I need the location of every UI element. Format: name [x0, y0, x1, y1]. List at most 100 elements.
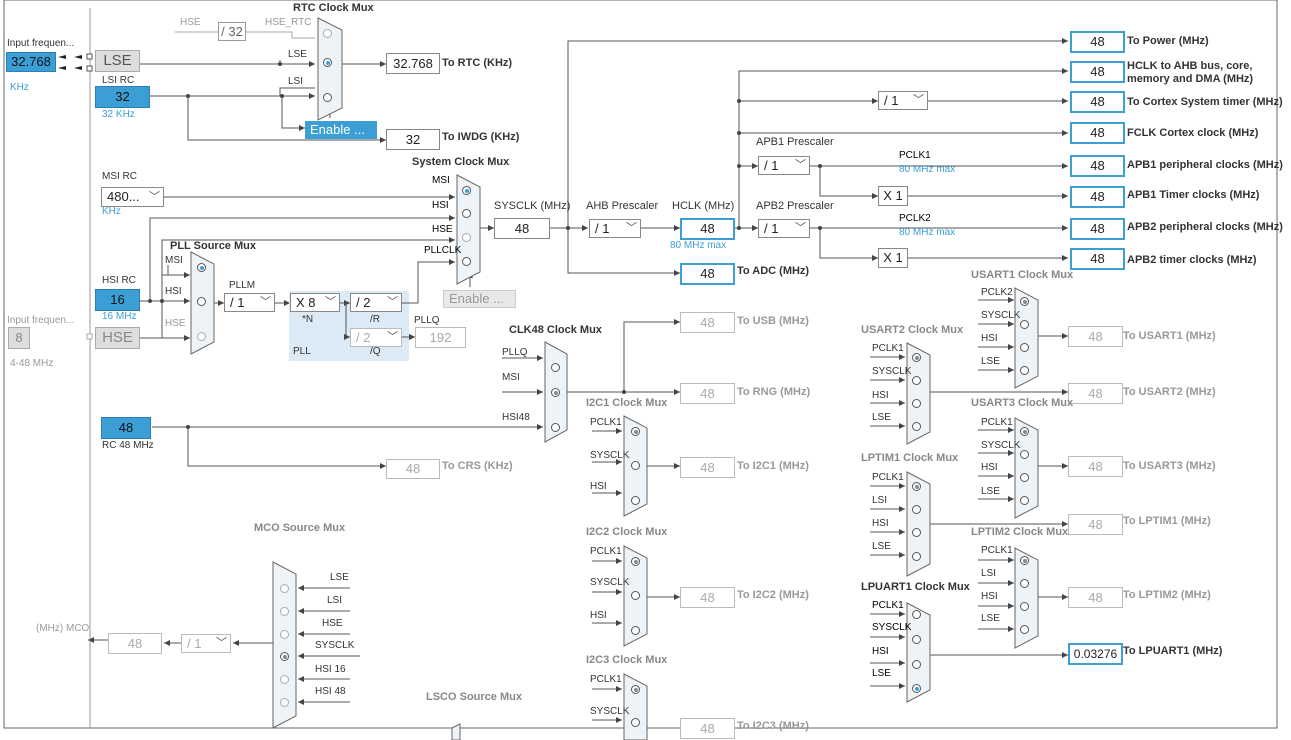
sysmux-pllclk-radio[interactable]	[462, 257, 471, 266]
pll-hse-input: HSE	[165, 318, 186, 329]
lpuart1-sysclk-radio[interactable]	[912, 635, 921, 644]
usart3-sysclk-radio[interactable]	[1020, 450, 1029, 459]
pll-msi-radio[interactable]	[197, 263, 206, 272]
apb2-prescaler-select[interactable]: / 1﹀	[758, 219, 810, 238]
lpuart1-hsi-radio[interactable]	[912, 660, 921, 669]
lse-oscillator[interactable]: LSE	[95, 50, 140, 72]
mco-lsi-radio[interactable]	[280, 607, 289, 616]
usart1-hsi-radio[interactable]	[1020, 343, 1029, 352]
usart2-hsi-radio[interactable]	[912, 399, 921, 408]
usart2-lse-radio[interactable]	[912, 422, 921, 431]
rtc-lse-radio[interactable]	[323, 58, 332, 67]
msi-frequency-select[interactable]: 480...﹀	[101, 187, 164, 207]
usart3-lse-radio[interactable]	[1020, 496, 1029, 505]
i2c1-pclk1-input: PCLK1	[590, 417, 622, 428]
clk48-pllq-radio[interactable]	[551, 363, 560, 372]
apb2-peripheral-output-label: APB2 peripheral clocks (MHz)	[1127, 221, 1283, 233]
mco-hsi48-radio[interactable]	[280, 698, 289, 707]
clk48-msi-radio[interactable]	[551, 388, 560, 397]
hclk-label: HCLK (MHz)	[672, 200, 735, 212]
lpuart1-pclk1-radio[interactable]	[912, 610, 921, 619]
pllr-select[interactable]: / 2﹀	[350, 293, 402, 312]
hse-frequency-input[interactable]: 8	[8, 327, 30, 349]
pllm-select[interactable]: / 1﹀	[224, 293, 275, 312]
ahb-prescaler-select[interactable]: / 1﹀	[589, 219, 641, 238]
rc48-value[interactable]: 48	[101, 417, 151, 439]
lptim2-lsi-radio[interactable]	[1020, 579, 1029, 588]
mco-hse-radio[interactable]	[280, 630, 289, 639]
i2c2-pclk1-radio[interactable]	[631, 557, 640, 566]
usart1-pclk2-radio[interactable]	[1020, 297, 1029, 306]
sysclk-value[interactable]: 48	[494, 218, 550, 239]
usart3-pclk1-radio[interactable]	[1020, 427, 1029, 436]
hsi-frequency: 16 MHz	[102, 311, 137, 322]
i2c1-pclk1-radio[interactable]	[631, 427, 640, 436]
i2c3-sysclk-radio[interactable]	[631, 718, 640, 727]
mco-hsi16-radio[interactable]	[280, 675, 289, 684]
pll-hsi-radio[interactable]	[197, 297, 206, 306]
mco-lse-radio[interactable]	[280, 584, 289, 593]
cortex-timer-divider-select[interactable]: / 1﹀	[878, 91, 928, 110]
rtc-enable-button[interactable]: Enable ...	[305, 121, 377, 139]
clk48-msi-input: MSI	[502, 372, 520, 383]
apb1-prescaler-select[interactable]: / 1﹀	[758, 156, 810, 175]
lptim1-pclk1-radio[interactable]	[912, 482, 921, 491]
rtc-hse-radio[interactable]	[323, 29, 332, 38]
usart2-sysclk-radio[interactable]	[912, 376, 921, 385]
pllq-div-label: /Q	[370, 346, 381, 357]
lptim1-hsi-input: HSI	[872, 518, 889, 529]
lptim2-hsi-radio[interactable]	[1020, 602, 1029, 611]
clk48-hsi48-radio[interactable]	[551, 423, 560, 432]
mco-hsi48-input: HSI 48	[315, 686, 346, 697]
i2c1-sysclk-radio[interactable]	[631, 461, 640, 470]
lptim1-lsi-radio[interactable]	[912, 505, 921, 514]
hclk-value[interactable]: 48	[680, 218, 735, 240]
hse-oscillator[interactable]: HSE	[95, 327, 140, 349]
pll-hse-radio[interactable]	[197, 332, 206, 341]
usart2-sysclk-input: SYSCLK	[872, 366, 912, 377]
apb2-timer-output-value: 48	[1070, 248, 1125, 270]
lse-frequency-input[interactable]: 32.768	[6, 52, 56, 72]
usart1-output-value: 48	[1068, 326, 1123, 347]
clk48-hsi48-input: HSI48	[502, 412, 530, 423]
adc-output-label: To ADC (MHz)	[737, 265, 810, 277]
mco-divider-select[interactable]: / 1﹀	[181, 634, 231, 653]
usart3-hsi-radio[interactable]	[1020, 473, 1029, 482]
lptim2-pclk1-radio[interactable]	[1020, 556, 1029, 565]
pll-enable-button[interactable]: Enable ...	[443, 290, 516, 308]
usart3-mux-title: USART3 Clock Mux	[971, 397, 1074, 409]
pclk1-max: 80 MHz max	[899, 164, 956, 175]
hse-range: 4-48 MHz	[10, 358, 54, 369]
hsi-rc-value[interactable]: 16	[95, 289, 140, 311]
usart2-pclk1-radio[interactable]	[912, 353, 921, 362]
i2c3-pclk1-radio[interactable]	[631, 685, 640, 694]
sysmux-hse-radio[interactable]	[462, 233, 471, 242]
i2c2-sysclk-radio[interactable]	[631, 591, 640, 600]
lptim2-lse-radio[interactable]	[1020, 625, 1029, 634]
lptim1-output-label: To LPTIM1 (MHz)	[1123, 515, 1211, 527]
mco-sysclk-radio[interactable]	[280, 652, 289, 661]
usart1-lse-radio[interactable]	[1020, 366, 1029, 375]
usart2-hsi-input: HSI	[872, 390, 889, 401]
sysmux-msi-radio[interactable]	[462, 186, 471, 195]
sysclk-label: SYSCLK (MHz)	[494, 200, 571, 212]
plln-select[interactable]: X 8﹀	[290, 293, 340, 312]
i2c2-pclk1-input: PCLK1	[590, 546, 622, 557]
i2c2-hsi-radio[interactable]	[631, 626, 640, 635]
usb-output-label: To USB (MHz)	[737, 315, 809, 327]
i2c1-hsi-radio[interactable]	[631, 496, 640, 505]
lptim2-hsi-input: HSI	[981, 591, 998, 602]
lptim1-hsi-radio[interactable]	[912, 528, 921, 537]
lpuart1-lse-radio[interactable]	[912, 684, 921, 693]
lpuart1-lse-input: LSE	[872, 668, 891, 679]
usart1-sysclk-radio[interactable]	[1020, 320, 1029, 329]
usart3-output-value: 48	[1068, 456, 1123, 477]
lsi-rc-value[interactable]: 32	[95, 86, 150, 108]
lptim1-lse-radio[interactable]	[912, 552, 921, 561]
usart1-lse-input: LSE	[981, 356, 1000, 367]
sysmux-hsi-radio[interactable]	[462, 209, 471, 218]
pllq-select[interactable]: / 2﹀	[350, 328, 402, 347]
rtc-lsi-radio[interactable]	[323, 93, 332, 102]
mco-lsi-input: LSI	[327, 595, 343, 606]
usart3-hsi-input: HSI	[981, 462, 998, 473]
